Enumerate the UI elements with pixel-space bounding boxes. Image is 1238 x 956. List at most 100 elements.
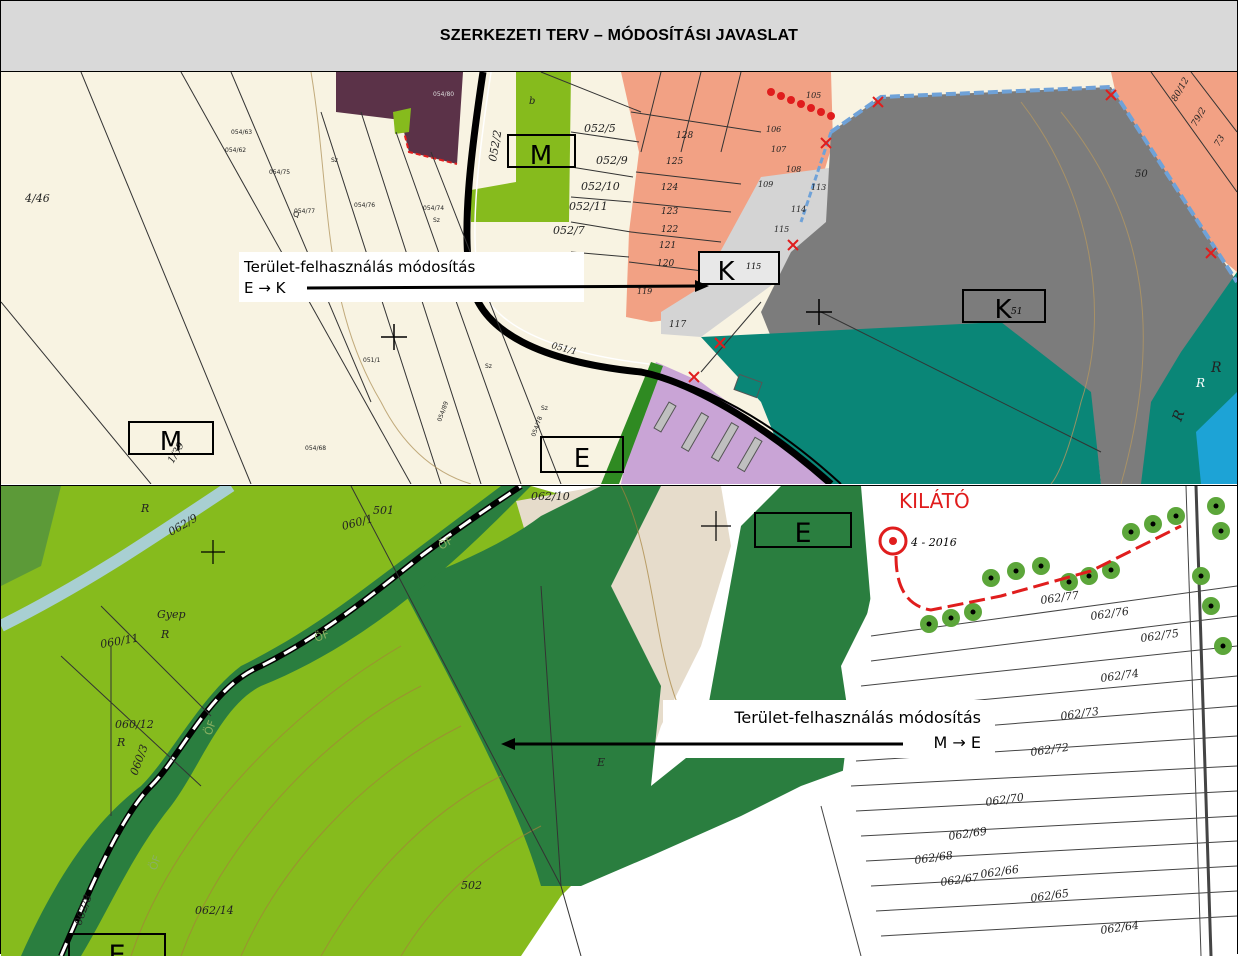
contour-lines [310,72,1144,484]
parcel-label: 120 [657,259,674,269]
parcel-label: 114 [791,205,806,214]
parcel-label: Sz [331,157,338,164]
dark-green-strip [601,362,663,484]
svg-text:115: 115 [746,262,761,271]
red-dot-row [767,88,835,120]
parcel-label: 117 [669,320,686,330]
svg-text:M: M [530,141,552,171]
parcel-label: R [116,736,125,749]
parcel-label: 062/14 [195,904,234,917]
parcel-label: b [529,96,535,107]
kilato-title: KILÁTÓ [899,489,970,513]
salmon-zone-right [1111,72,1237,272]
kilato-year: 4 - 2016 [910,536,957,549]
viewpoint-icon [878,526,908,556]
light-blue-road [1,486,235,632]
parcel-label: 051/1 [363,357,380,364]
parcel-label: 062/70 [985,791,1025,809]
parcel-label: 062/65 [1030,887,1070,905]
parcel-lines [1,72,1237,484]
parcel-label: R [1210,360,1222,376]
parcel-label: 062/77 [1040,589,1080,607]
parcel-label: Q [293,210,299,219]
small-green-patch [393,108,411,134]
kilato-marker: KILÁTÓ 4 - 2016 [878,489,970,556]
top-map-canvas: 4/46 052/2 052/5 052/9 052/10 052/11 052… [1,72,1237,484]
parcel-label: 502 [461,879,482,892]
svg-text:E: E [108,940,125,956]
red-dashed-path [894,524,1182,612]
parcel-label: 054/76 [354,202,375,209]
contour-lines [130,486,702,956]
parcel-field-zone [841,486,1237,956]
parcel-label: 113 [811,183,826,192]
callout-change: M → E [934,733,982,752]
parcel-label: 115 [774,225,789,234]
parcel-label: 062/75 [1140,627,1180,645]
zone-code-k-big: K 51 [962,289,1046,325]
tree-row [920,497,1232,655]
gray-k-zone [761,87,1237,484]
green-corner [1,486,61,586]
river-band-zone [21,486,531,956]
red-markers [688,89,1217,383]
parcel-label: 062/76 [1090,605,1130,623]
arrow-head-icon [695,280,709,292]
parcel-label: 054/74 [423,205,444,212]
top-map-panel: 4/46 052/2 052/5 052/9 052/10 052/11 052… [1,72,1237,484]
parcel-label: ÖF [147,853,164,872]
parcel-label: 121 [659,241,676,251]
parcel-label: 062/73 [1060,705,1100,723]
svg-text:E: E [794,518,811,549]
parcel-label: 052/2 [486,129,504,162]
parcel-label: 128 [676,131,693,141]
parcel-label: 060/12 [115,718,154,731]
svg-text:M: M [160,427,182,457]
zone-code-e-bottom: E [540,436,624,474]
parcel-label: 052/9 [596,154,628,167]
parcel-label: R [160,628,169,641]
parcel-label: 052/7 [553,224,585,237]
parcel-label: 054/80 [433,91,454,98]
parcel-label: 105 [806,91,821,100]
parcel-label: ÖF [313,627,332,644]
salmon-zone [621,72,833,322]
parcel-label: 054/77 [294,208,315,215]
zone-code-m-bottom: M [128,421,214,457]
parcel-label: 122 [661,225,678,235]
parcel-label: 4/46 [24,192,50,205]
parcel-label: 108 [786,165,801,174]
parcel-label: 052/10 [581,180,620,193]
parcel-label: Sz [541,405,548,412]
parcel-label: 052/5 [584,122,616,135]
bottom-callout: Terület-felhasználás módosítás M → E [501,700,995,758]
parcel-label: 062/69 [948,825,988,843]
svg-text:E: E [574,444,590,474]
parcel-label: 124 [661,183,678,193]
bottom-map-panel: KILÁTÓ 4 - 2016 062/9 060/1 501 062/10 0… [1,485,1237,956]
callout-change: E → K [244,279,287,297]
parcel-label: 062/10 [531,490,570,503]
parcel-label: 062/68 [914,849,954,867]
top-parcel-labels: 4/46 052/2 052/5 052/9 052/10 052/11 052… [24,76,1227,466]
bottom-map-canvas: KILÁTÓ 4 - 2016 062/9 060/1 501 062/10 0… [1,486,1237,956]
parcel-label: ÖF [436,534,455,553]
parcel-label: 054/63 [231,129,252,136]
parcel-label: Sz [485,363,492,370]
zone-code-e-top: E [754,512,852,549]
zone-code-k-small: K 115 [698,251,780,287]
main-road [463,72,834,484]
parcel-label: 062/66 [980,863,1020,881]
figure-header: SZERKEZETI TERV – MÓDOSÍTÁSI JAVASLAT [1,1,1237,72]
parcel-label: Gyep [157,608,186,621]
teal-zone [701,322,1101,484]
parcel-label: E [596,756,605,769]
parcel-label: 062/72 [1030,741,1070,759]
svg-text:K: K [994,295,1012,325]
parcel-label: 062/67 [940,871,980,889]
blue-zone [1196,392,1237,484]
purple-zone [621,362,831,484]
callout-title: Terület-felhasználás módosítás [243,258,475,276]
zone-code-e-bottom-left: E [68,933,166,956]
parcel-label: 062/64 [1100,919,1140,937]
